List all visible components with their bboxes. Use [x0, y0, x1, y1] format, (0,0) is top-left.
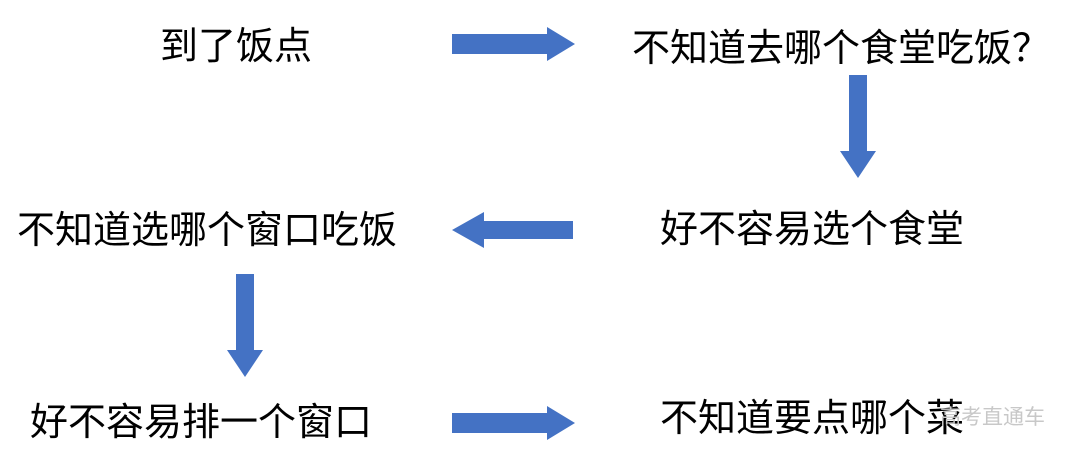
node-arrive-mealtime: 到了饭点: [160, 24, 313, 68]
node-finally-queue-window: 好不容易排一个窗口: [30, 400, 373, 444]
node-which-canteen: 不知道去哪个食堂吃饭？: [632, 26, 1051, 70]
node-which-dish: 不知道要点哪个菜: [660, 396, 965, 440]
arrow-right-2-icon: [452, 406, 575, 440]
arrow-left-1-icon: [452, 212, 573, 248]
node-which-window: 不知道选哪个窗口吃饭: [17, 208, 398, 252]
arrow-down-1-icon: [840, 75, 876, 178]
watermark-text: 高考直通车: [940, 405, 1045, 429]
arrow-down-2-icon: [227, 274, 263, 377]
arrow-right-1-icon: [452, 27, 575, 61]
node-finally-pick-canteen: 好不容易选个食堂: [660, 207, 965, 251]
